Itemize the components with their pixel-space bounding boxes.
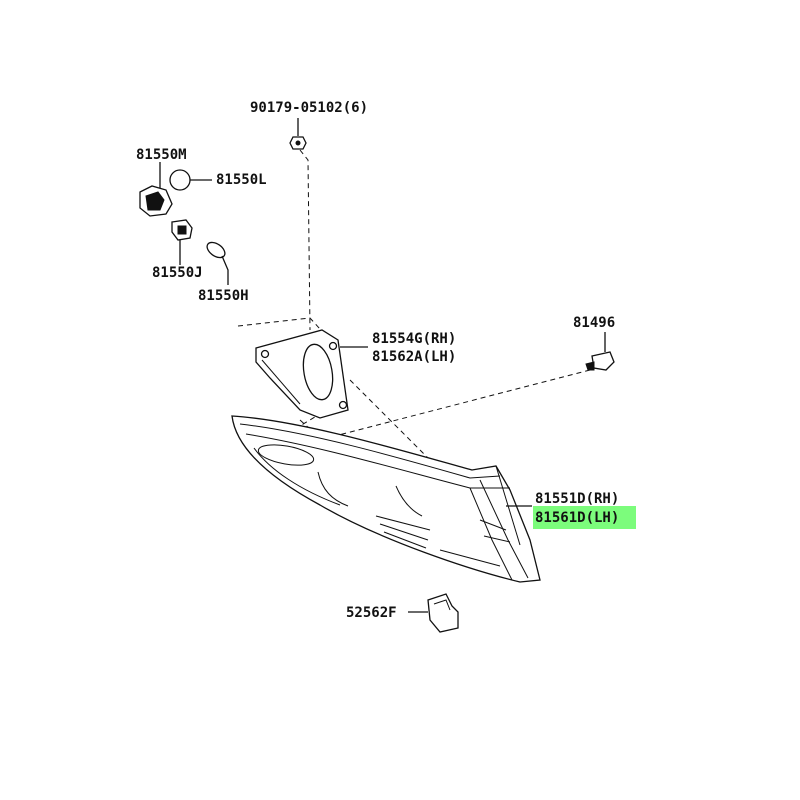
label-90179-05102: 90179-05102(6) [250,100,368,116]
label-81561D-LH[interactable]: 81561D(LH) [535,510,619,526]
gasket-part[interactable] [255,329,368,419]
label-52562F: 52562F [346,605,397,621]
screw-part[interactable] [289,118,307,150]
bracket-part[interactable] [408,593,459,633]
clip-part[interactable] [585,332,615,371]
label-81550J: 81550J [152,265,203,281]
label-81550H: 81550H [198,288,249,304]
bulb-81550H-part[interactable] [204,239,229,285]
label-81562A-LH: 81562A(LH) [372,349,456,365]
tail-lamp-part[interactable] [231,415,541,583]
label-81496: 81496 [573,315,615,331]
socket-81550J-part[interactable] [171,219,193,265]
socket-81550M-part[interactable] [139,162,173,217]
label-81550L: 81550L [216,172,267,188]
label-81551D-RH: 81551D(RH) [535,491,619,507]
highlight-81561D [533,506,636,529]
label-81550M: 81550M [136,147,187,163]
label-81554G-RH: 81554G(RH) [372,331,456,347]
bulb-81550L-part[interactable] [169,169,212,191]
